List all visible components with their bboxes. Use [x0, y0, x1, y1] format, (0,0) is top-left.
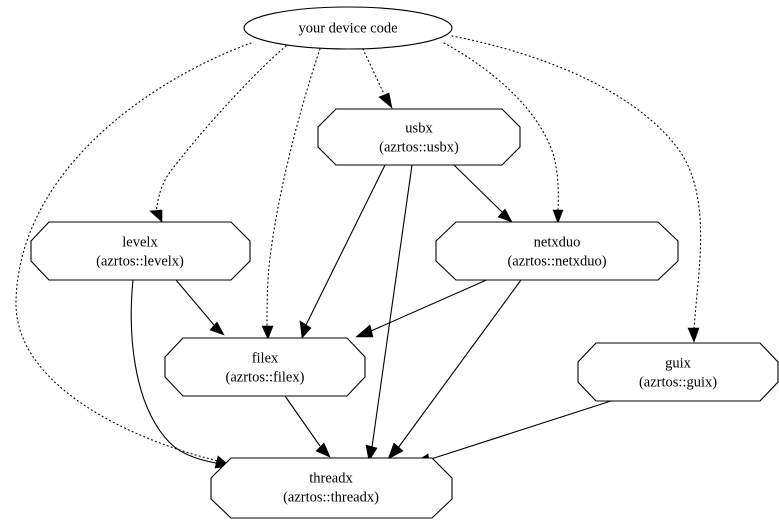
node-label-usbx-line2: (azrtos::usbx) [379, 139, 459, 155]
edge-usbx-to-filex [299, 164, 386, 339]
node-label-guix-line1: guix [665, 355, 692, 371]
edge-netxduo-to-filex [355, 277, 492, 338]
edge-group-dotted [15, 35, 702, 469]
edge-device-to-guix [451, 35, 702, 343]
node-label-threadx-line1: threadx [309, 470, 353, 486]
node-label-netxduo-line1: netxduo [534, 234, 581, 250]
node-label-device-line1: your device code [298, 20, 397, 36]
edge-usbx-to-threadx [365, 164, 413, 462]
node-shape-ellipse[interactable] [243, 6, 453, 50]
node-threadx[interactable]: threadx (azrtos::threadx) [210, 457, 453, 519]
node-label-usbx-line1: usbx [405, 120, 433, 136]
edge-group-solid [130, 164, 612, 471]
node-filex[interactable]: filex (azrtos::filex) [164, 337, 366, 397]
node-label-guix-line2: (azrtos::guix) [639, 374, 717, 390]
node-label-filex-line2: (azrtos::filex) [226, 369, 305, 385]
node-guix[interactable]: guix (azrtos::guix) [577, 342, 779, 402]
node-shape-octagon-filex[interactable] [164, 337, 366, 397]
edge-filex-to-threadx [284, 395, 331, 458]
edge-levelx-to-filex [175, 279, 225, 336]
edge-device-to-filex [261, 48, 321, 340]
node-shape-octagon-netxduo[interactable] [435, 221, 679, 281]
node-label-levelx-line1: levelx [122, 234, 158, 250]
node-your-device-code[interactable]: your device code [243, 6, 453, 50]
node-shape-octagon-threadx[interactable] [210, 457, 453, 519]
node-usbx[interactable]: usbx (azrtos::usbx) [317, 108, 521, 166]
edge-device-to-usbx [362, 48, 393, 109]
node-shape-octagon-levelx[interactable] [30, 221, 251, 281]
edge-device-to-netxduo [443, 42, 564, 224]
node-shape-octagon-usbx[interactable] [317, 108, 521, 166]
node-shape-octagon-guix[interactable] [577, 342, 779, 402]
edge-device-to-levelx [149, 45, 287, 223]
edge-guix-to-threadx [411, 400, 612, 467]
node-label-levelx-line2: (azrtos::levelx) [96, 253, 184, 269]
node-label-threadx-line2: (azrtos::threadx) [283, 489, 379, 505]
node-netxduo[interactable]: netxduo (azrtos::netxduo) [435, 221, 679, 281]
node-label-netxduo-line2: (azrtos::netxduo) [507, 253, 606, 269]
edge-usbx-to-netxduo [453, 164, 513, 223]
edge-netxduo-to-threadx [387, 279, 522, 460]
node-levelx[interactable]: levelx (azrtos::levelx) [30, 221, 251, 281]
node-label-filex-line1: filex [252, 350, 279, 366]
